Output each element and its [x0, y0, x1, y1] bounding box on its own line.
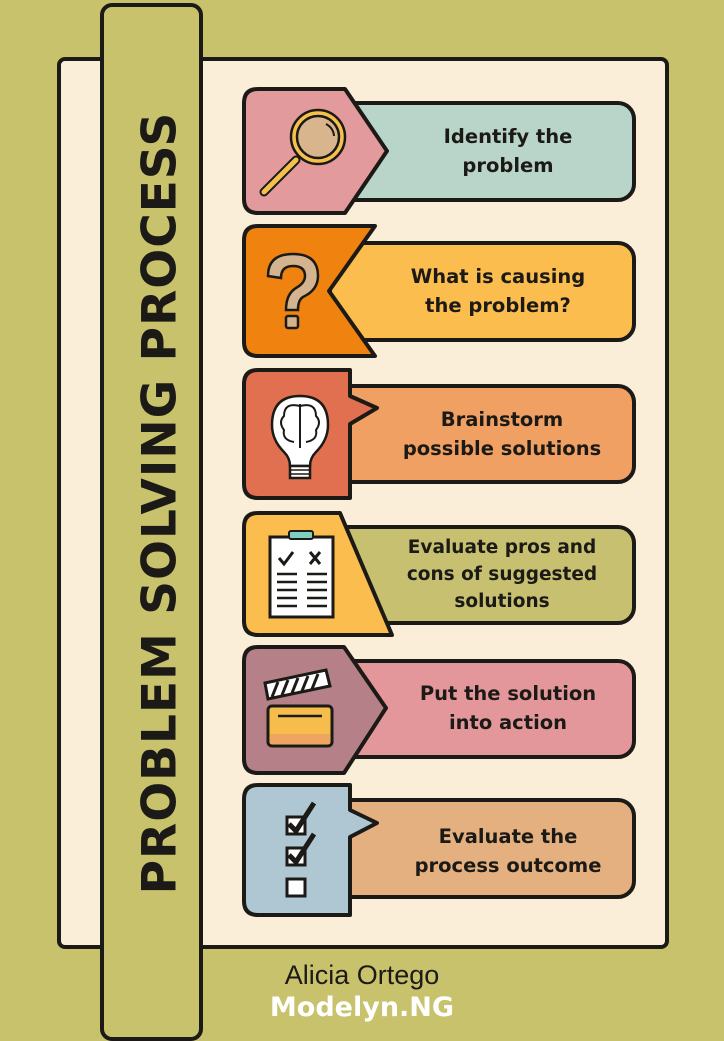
step-4-line-2: cons of suggested [406, 564, 598, 585]
step-6-icon-block [242, 783, 379, 917]
step-5-label: Put the solution into action [370, 679, 646, 737]
lightbulb-brain-icon [270, 394, 330, 480]
author-name: Alicia Ortego [0, 960, 724, 990]
step-6-label: Evaluate the process outcome [370, 822, 646, 880]
checkbox-list-icon [285, 801, 317, 898]
clipboard-checklist-icon [268, 530, 335, 619]
step-2-label: What is causing the problem? [360, 262, 636, 320]
question-mark-icon [266, 252, 320, 330]
step-3-line-2: possible solutions [402, 437, 602, 460]
step-1-line-1: Identify the [443, 125, 573, 148]
step-5-line-1: Put the solution [419, 682, 597, 705]
step-4-label: Evaluate pros and cons of suggested solu… [364, 534, 640, 615]
step-3-label: Brainstorm possible solutions [364, 405, 640, 463]
step-4-line-1: Evaluate pros and [407, 537, 597, 558]
clapperboard-icon [263, 668, 334, 748]
step-1-label: Identify the problem [370, 122, 646, 180]
step-3-line-1: Brainstorm [440, 408, 564, 431]
step-5-line-2: into action [448, 711, 568, 734]
step-4-line-3: solutions [454, 591, 550, 612]
title-bar [100, 3, 203, 1041]
step-1-line-2: problem [462, 154, 554, 177]
author-text: Alicia Ortego [284, 960, 440, 990]
step-2-line-2: the problem? [425, 294, 571, 317]
step-2-line-1: What is causing [410, 265, 586, 288]
magnifying-glass-icon [259, 108, 347, 197]
watermark: Modelyn.NG [269, 992, 455, 1023]
step-6-line-1: Evaluate the [438, 825, 578, 848]
step-6-line-2: process outcome [414, 854, 602, 877]
